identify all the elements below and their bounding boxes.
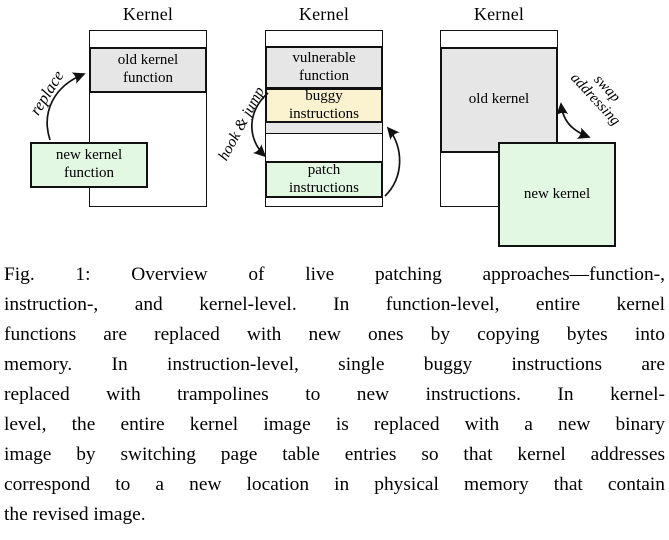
panel1-old-kernel-function-box: old kernel function bbox=[89, 47, 207, 93]
panel2-buggy-instructions-box: buggy instructions bbox=[265, 88, 383, 123]
caption-line-5: replaced with trampolines to new instruc… bbox=[4, 384, 665, 405]
caption-line-2: instruction-, and kernel-level. In funct… bbox=[4, 294, 665, 315]
panel3-new-kernel-box: new kernel bbox=[498, 142, 616, 247]
panel2-hook-and-jump-label: hook & jump bbox=[215, 84, 269, 164]
panel3-swap-arrow bbox=[556, 102, 591, 139]
panel2-patch-instructions-box: patch instructions bbox=[265, 161, 383, 198]
panel1-new-kernel-function-box: new kernel function bbox=[30, 142, 148, 188]
caption-line-4: memory. In instruction-level, single bug… bbox=[4, 354, 665, 375]
caption-line-1: Fig. 1: Overview of live patching approa… bbox=[4, 264, 665, 285]
figure-caption: Fig. 1: Overview of live patching approa… bbox=[4, 260, 665, 530]
panel1-kernel-title: Kernel bbox=[122, 4, 174, 24]
panel3-swap-addressing-label: swap addressing bbox=[559, 50, 644, 138]
panel2-vulnerable-function-box: vulnerable function bbox=[265, 46, 383, 89]
panel2-jump-arrow bbox=[384, 126, 401, 197]
caption-line-3: functions are replaced with new ones by … bbox=[4, 324, 665, 345]
panel2-gray-strip bbox=[265, 122, 383, 134]
panel3-kernel-title: Kernel bbox=[473, 4, 525, 24]
panel3-old-kernel-box: old kernel bbox=[440, 47, 558, 153]
caption-line-9: the revised image. bbox=[4, 504, 146, 525]
caption-line-7: image by switching page table entries so… bbox=[4, 444, 665, 465]
panel2-kernel-title: Kernel bbox=[298, 4, 350, 24]
caption-line-6: level, the entire kernel image is replac… bbox=[4, 414, 665, 435]
panel1-replace-label: replace bbox=[25, 66, 68, 119]
caption-line-8: correspond to a new location in physical… bbox=[4, 474, 665, 495]
